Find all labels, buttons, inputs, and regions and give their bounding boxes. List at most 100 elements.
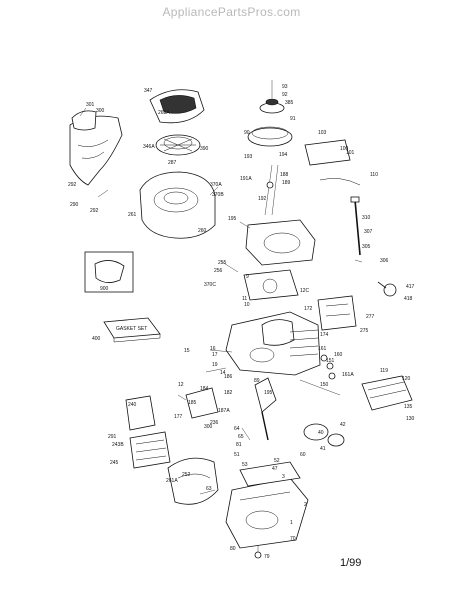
part-callout-label: 135 — [404, 404, 413, 410]
part-callout-label: 47 — [272, 466, 278, 472]
part-callout-label: 186 — [224, 374, 233, 380]
part-callout-label: 81 — [236, 442, 242, 448]
part-callout-label: 900 — [100, 286, 109, 292]
part-callout-label: 53 — [242, 462, 248, 468]
part-callout-label: 130 — [406, 416, 415, 422]
part-callout-label: 255 — [218, 260, 227, 266]
part-callout-label: 245 — [110, 460, 119, 466]
part-callout-label: 300 — [204, 424, 213, 430]
part-callout-label: 40 — [318, 430, 324, 436]
spark-plug — [377, 281, 397, 297]
part-callout-label: 11 — [242, 296, 247, 302]
part-callout-label: 240 — [128, 402, 137, 408]
part-callout-label: 65 — [238, 434, 244, 440]
part-callout-label: 287 — [168, 160, 177, 166]
sump-gasket — [239, 461, 301, 487]
part-callout-label: 41 — [320, 446, 326, 452]
part-callout-label: 277 — [366, 314, 375, 320]
engine-block — [225, 311, 321, 376]
part-callout-label: 174 — [320, 332, 329, 338]
part-callout-label: 191A — [240, 176, 252, 182]
part-callout-label: 120 — [402, 376, 411, 382]
part-callout-label: 17 — [212, 352, 218, 358]
part-callout-label: 252 — [182, 472, 191, 478]
part-callout-label: 16 — [210, 346, 216, 352]
part-callout-label: 192 — [258, 196, 267, 202]
part-callout-label: 79 — [264, 554, 270, 560]
part-callout-label: 195 — [264, 390, 273, 396]
part-callout-label: 93 — [282, 84, 288, 90]
part-callout-label: 101 — [346, 150, 355, 156]
recoil-starter — [247, 80, 293, 147]
part-callout-label: 194 — [279, 152, 288, 158]
part-callout-label: 90 — [244, 130, 250, 136]
part-callout-label: 292 — [68, 182, 77, 188]
part-callout-label: 418 — [404, 296, 413, 302]
part-callout-label: 193 — [244, 154, 253, 160]
part-callout-label: 80 — [230, 546, 236, 552]
part-callout-label: 291 — [108, 434, 117, 440]
part-callout-label: 172 — [304, 306, 313, 312]
part-callout-label: 161A — [342, 372, 354, 378]
muffler — [317, 295, 357, 331]
leader-lines — [97, 186, 363, 495]
blower-housing — [139, 171, 216, 239]
part-callout-label: 370B — [212, 192, 224, 198]
part-callout-label: 119 — [380, 368, 388, 374]
part-callout-label: 346A — [143, 144, 155, 150]
part-callout-label: 370C — [204, 282, 216, 288]
part-callout-label: 110 — [370, 172, 378, 178]
part-callout-label: 92 — [282, 92, 288, 98]
dipstick-tube — [350, 196, 361, 256]
ignition-module — [177, 387, 219, 419]
part-callout-label: 236 — [210, 420, 219, 426]
part-callout-label: 64 — [234, 426, 240, 432]
part-callout-label: 60 — [300, 452, 306, 458]
oil-sump-base — [225, 477, 309, 549]
part-callout-label: 195 — [228, 216, 237, 222]
part-callout-label: 261 — [128, 212, 137, 218]
blower-housing-cover — [149, 89, 205, 124]
part-callout-label: 400 — [92, 336, 101, 342]
throttle-control-bracket — [125, 395, 171, 469]
part-callout-label: 301 — [86, 102, 95, 108]
part-callout-label: 19 — [212, 362, 218, 368]
part-callout-label: 9 — [246, 274, 249, 280]
gasket-set-text: GASKET SET — [116, 326, 147, 332]
air-cleaner-assembly — [69, 107, 123, 186]
part-callout-label: 2 — [304, 502, 307, 508]
part-callout-label: 1 — [290, 520, 293, 526]
part-callout-label: 390 — [200, 146, 209, 152]
part-callout-label: 347 — [144, 88, 153, 94]
part-callout-label: 52 — [274, 458, 280, 464]
part-callout-label: 300 — [96, 108, 105, 114]
part-callout-label: 91 — [290, 116, 296, 122]
gasket-set-box — [103, 317, 161, 343]
part-callout-label: 187A — [218, 408, 230, 414]
part-callout-label: 12 — [178, 382, 184, 388]
part-callout-label: 70 — [290, 536, 296, 542]
part-callout-label: 63 — [206, 486, 212, 492]
part-callout-label: 189 — [282, 180, 291, 186]
part-callout-label: 417 — [406, 284, 415, 290]
part-callout-label: 51 — [234, 452, 240, 458]
part-callout-label: 182 — [224, 390, 233, 396]
revision-date: 1/99 — [340, 557, 362, 569]
part-callout-label: 307 — [364, 229, 373, 235]
part-callout-label: 100 — [340, 146, 349, 152]
part-callout-label: 260 — [198, 228, 207, 234]
part-callout-label: 310 — [362, 215, 371, 221]
part-callout-label: 151 — [326, 358, 335, 364]
carburetor-reference-box — [84, 251, 134, 293]
part-callout-label: 103 — [318, 130, 327, 136]
ignition-linkage — [264, 164, 279, 216]
part-callout-label: 10 — [244, 302, 250, 308]
part-callout-label: 177 — [174, 414, 183, 420]
piston-assembly — [303, 423, 345, 447]
part-callout-label: 3 — [282, 474, 285, 480]
part-callout-label: 160 — [334, 352, 343, 358]
part-callout-label: 290 — [70, 202, 79, 208]
part-callout-label: 292 — [90, 208, 99, 214]
fuel-tank-bracket — [304, 139, 361, 186]
